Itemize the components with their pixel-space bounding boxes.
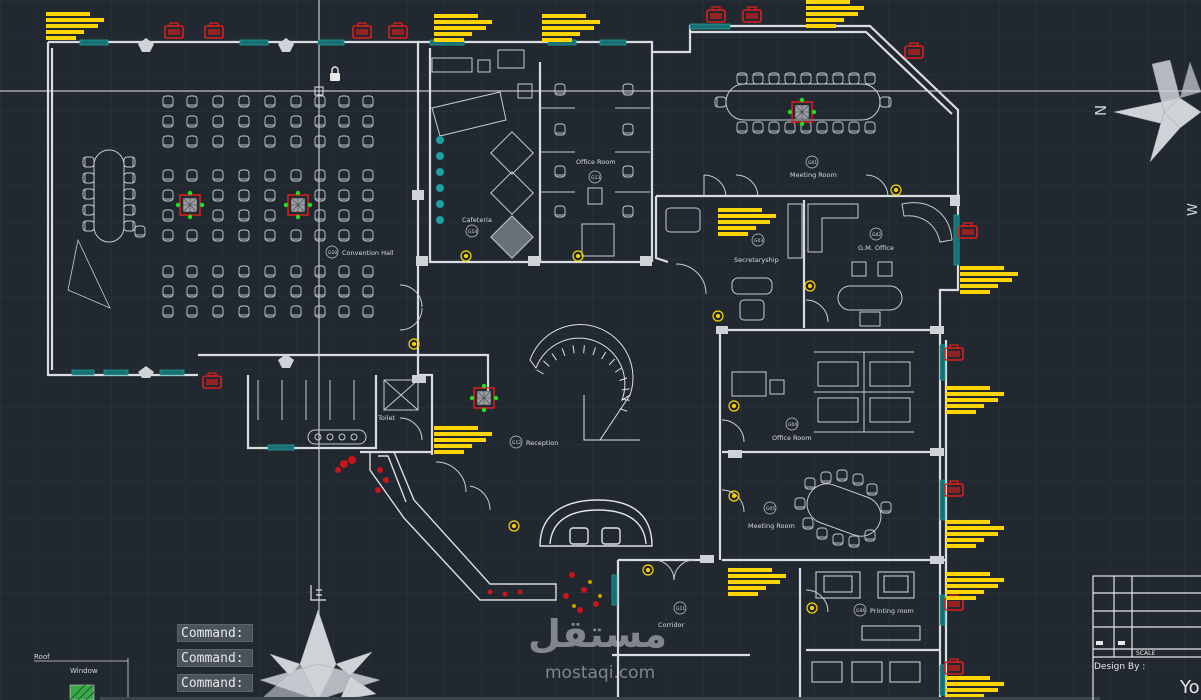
- stair-tread: [551, 353, 557, 361]
- spiral-staircase: [529, 324, 640, 441]
- stair-tread: [608, 358, 616, 366]
- room-label-gm-office: G.M. Office: [858, 244, 894, 252]
- stair-tread: [601, 351, 607, 360]
- ucs-icon: [310, 585, 326, 601]
- room-label-toilet: Toilet: [377, 414, 395, 422]
- compass-rose-bottom: [259, 609, 381, 700]
- compass-north-label: N: [1092, 105, 1110, 116]
- gm-office-furniture: [807, 202, 953, 327]
- windows: [71, 23, 960, 696]
- status-strip: [100, 697, 1100, 700]
- room-label-office-room-top: Office Room: [576, 158, 616, 166]
- stair-tread: [543, 360, 550, 367]
- compass-rose-top: [1113, 59, 1201, 163]
- title-block-scale-label: SCALE: [1136, 650, 1155, 657]
- stair-tread: [592, 347, 596, 356]
- room-label-secretaryship: Secretaryship: [734, 256, 779, 264]
- room-label-meeting-room-top: Meeting Room: [790, 171, 837, 179]
- printing-room-furniture: [811, 571, 921, 683]
- lock-icon[interactable]: [330, 66, 340, 81]
- room-code-g14: G14: [468, 229, 477, 235]
- secretaryship-furniture: [665, 203, 803, 321]
- title-block-design-by: Design By :: [1094, 662, 1145, 672]
- compass-west-label: W: [1186, 203, 1201, 216]
- room-label-corridor: Corridor: [658, 621, 685, 629]
- toilet-fixtures: [257, 379, 419, 445]
- room-code-g13: G13: [591, 175, 600, 181]
- stair-tread: [621, 398, 630, 401]
- room-label-reception: Reception: [526, 439, 558, 447]
- room-code-g02: G02: [872, 232, 881, 238]
- legend-window-label: Window: [70, 667, 98, 675]
- planter-leaves: [572, 580, 602, 608]
- stair-tread: [583, 345, 585, 354]
- title-block-cut-text: Yo: [1179, 677, 1200, 698]
- projection-screen: [67, 238, 111, 309]
- room-code-g10: G10: [328, 250, 337, 256]
- doors: [399, 174, 889, 613]
- reception-desk: [539, 499, 653, 547]
- room-code-g11: G11: [676, 606, 685, 612]
- stair-tread: [619, 377, 628, 382]
- stair-tread: [614, 367, 623, 373]
- watermark-arabic: مستقل: [528, 612, 667, 656]
- room-label-printing-room: Printing room: [870, 607, 914, 615]
- watermark-latin: mostaqi.com: [545, 663, 656, 683]
- office-g04-workstations: [731, 351, 914, 433]
- room-code-g12: G12: [512, 440, 521, 446]
- legend-roof-label: Roof: [34, 653, 50, 661]
- room-label-cafeteria: Cafeteria: [462, 216, 492, 224]
- stair-tread: [536, 369, 544, 375]
- room-code-g05: G05: [766, 506, 775, 512]
- stair-tread: [572, 345, 575, 354]
- stair-tread: [619, 408, 628, 412]
- office-g13-partitions: [540, 107, 650, 257]
- meeting-room-g05-furniture: [806, 483, 882, 537]
- cafeteria-stools: [436, 136, 444, 224]
- command-line-1[interactable]: Command:: [177, 624, 253, 642]
- planter-flowers: [335, 456, 599, 613]
- cafeteria-furniture: [431, 49, 534, 259]
- wall-pillars: [138, 38, 960, 564]
- stair-tread: [561, 348, 566, 356]
- command-line-2[interactable]: Command:: [177, 649, 253, 667]
- command-line-3[interactable]: Command:: [177, 674, 253, 692]
- room-code-g04: G04: [788, 422, 797, 428]
- stair-tread: [621, 388, 630, 391]
- room-label-office-room: Office Room: [772, 434, 812, 442]
- legend: Roof Window: [34, 653, 129, 700]
- title-block: SCALE Design By : Yo: [1092, 575, 1201, 700]
- planter-wall: [369, 451, 557, 601]
- room-code-g01: G01: [808, 160, 817, 166]
- room-code-g03: G03: [754, 238, 763, 244]
- room-code-g06: G06: [856, 608, 865, 614]
- room-label-meeting-room: Meeting Room: [748, 522, 795, 530]
- room-label-convention-hall: Convention Hall: [342, 249, 394, 257]
